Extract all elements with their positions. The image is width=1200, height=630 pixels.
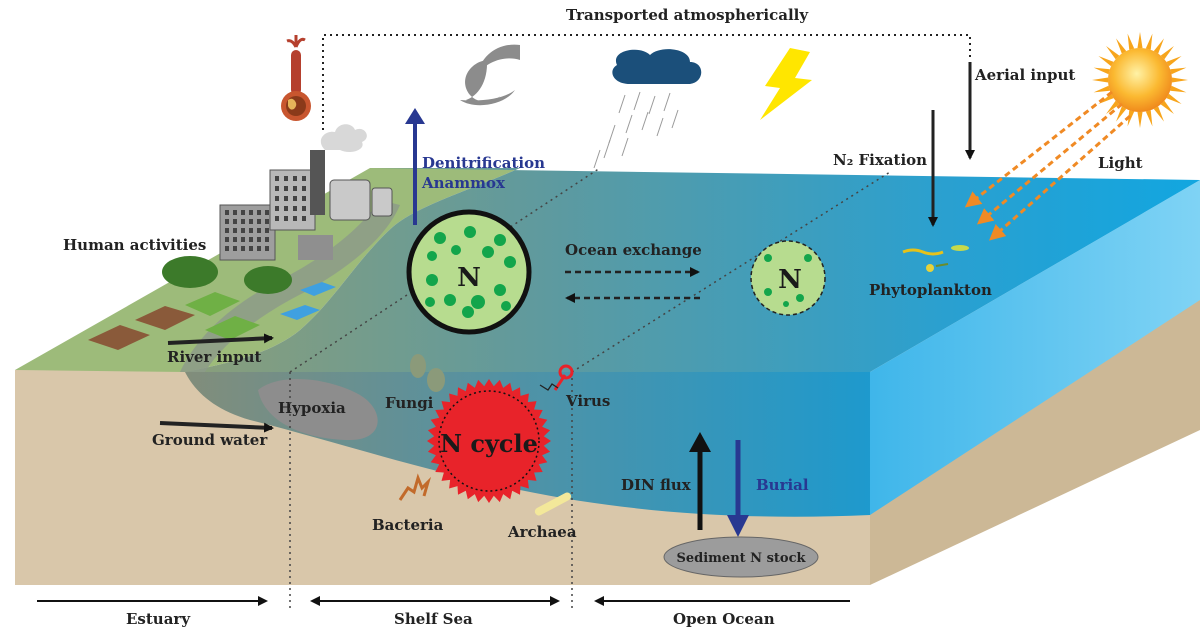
- burial-arrowhead: [727, 515, 749, 537]
- sediment-n-stock: [663, 536, 819, 578]
- virus-icon: [539, 364, 574, 391]
- light-rays: [964, 90, 1131, 241]
- fungi-icon: [410, 354, 445, 392]
- light-label: Light: [1098, 154, 1143, 172]
- denitrification-arrowhead: [405, 108, 425, 124]
- aerial-input-label: Aerial input: [974, 66, 1075, 84]
- river-input-arrow: [167, 333, 274, 345]
- estuary-label: Estuary: [126, 610, 191, 628]
- anammox-label: Anammox: [421, 174, 506, 192]
- hypoxia-label: Hypoxia: [278, 399, 346, 417]
- lightning-icon: [760, 48, 812, 120]
- bacteria-icon: [398, 473, 432, 501]
- n-pool-small: N: [750, 240, 826, 316]
- transported-label: Transported atmospherically: [566, 6, 809, 24]
- n-large-label: N: [457, 263, 481, 293]
- hypoxia-zone: [258, 379, 378, 440]
- ocean-side-face: [870, 180, 1200, 515]
- din-flux-label: DIN flux: [621, 476, 692, 494]
- virus-label: Virus: [565, 392, 610, 410]
- fungi-label: Fungi: [385, 394, 434, 412]
- open-ocean-label: Open Ocean: [673, 610, 775, 628]
- bacteria-label: Bacteria: [372, 516, 444, 534]
- human-activities-label: Human activities: [63, 236, 206, 254]
- n-pool-large: N: [406, 209, 532, 335]
- hurricane-icon: [460, 44, 520, 106]
- zone-dividers: [289, 167, 891, 610]
- farm-fields: [88, 256, 336, 350]
- ground-water-label: Ground water: [152, 431, 268, 449]
- factory-icon: [219, 124, 393, 261]
- ground-water-arrow: [159, 421, 274, 433]
- n-small-label: N: [778, 265, 802, 295]
- n2-fixation-label: N₂ Fixation: [833, 151, 927, 169]
- n-cycle-label: N cycle: [440, 429, 538, 458]
- denitrification-label: Denitrification: [422, 154, 545, 172]
- ocean-exchange-label: Ocean exchange: [565, 241, 702, 259]
- thermometer-globe-icon: [281, 35, 311, 121]
- phytoplankton-label: Phytoplankton: [869, 281, 992, 299]
- shelf-sea-label: Shelf Sea: [394, 610, 473, 628]
- river-input-label: River input: [167, 348, 262, 366]
- sediment-label: Sediment N stock: [676, 551, 806, 566]
- n-cycle-gear: N cycle: [427, 379, 551, 503]
- rain-cloud-icon: [593, 49, 702, 169]
- burial-label: Burial: [756, 476, 809, 494]
- archaea-label: Archaea: [507, 523, 577, 541]
- sun-icon: [1092, 32, 1188, 128]
- archaea-icon: [534, 492, 572, 516]
- phytoplankton-icon: [902, 245, 969, 272]
- din-flux-arrowhead: [689, 432, 711, 452]
